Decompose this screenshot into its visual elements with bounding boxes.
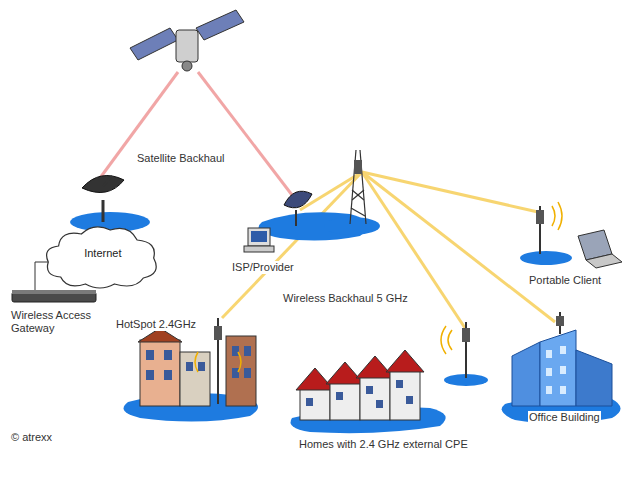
callout-label: Wireless Access Gateway <box>10 309 104 335</box>
cloud-node: Internet <box>40 222 164 292</box>
callout-label: Satellite Backhaul <box>136 152 225 165</box>
callout-label: ISP/Provider <box>231 261 295 274</box>
callout-label: Portable Client <box>528 274 602 287</box>
node-text: Internet <box>83 247 122 259</box>
callout-label: Office Building <box>528 411 601 424</box>
callout-label: © atrexx <box>10 431 53 444</box>
callout-label: HotSpot 2.4GHz <box>115 318 197 331</box>
callout-label: Homes with 2.4 GHz external CPE <box>298 438 469 451</box>
callout-label: Wireless Backhaul 5 GHz <box>282 292 409 305</box>
